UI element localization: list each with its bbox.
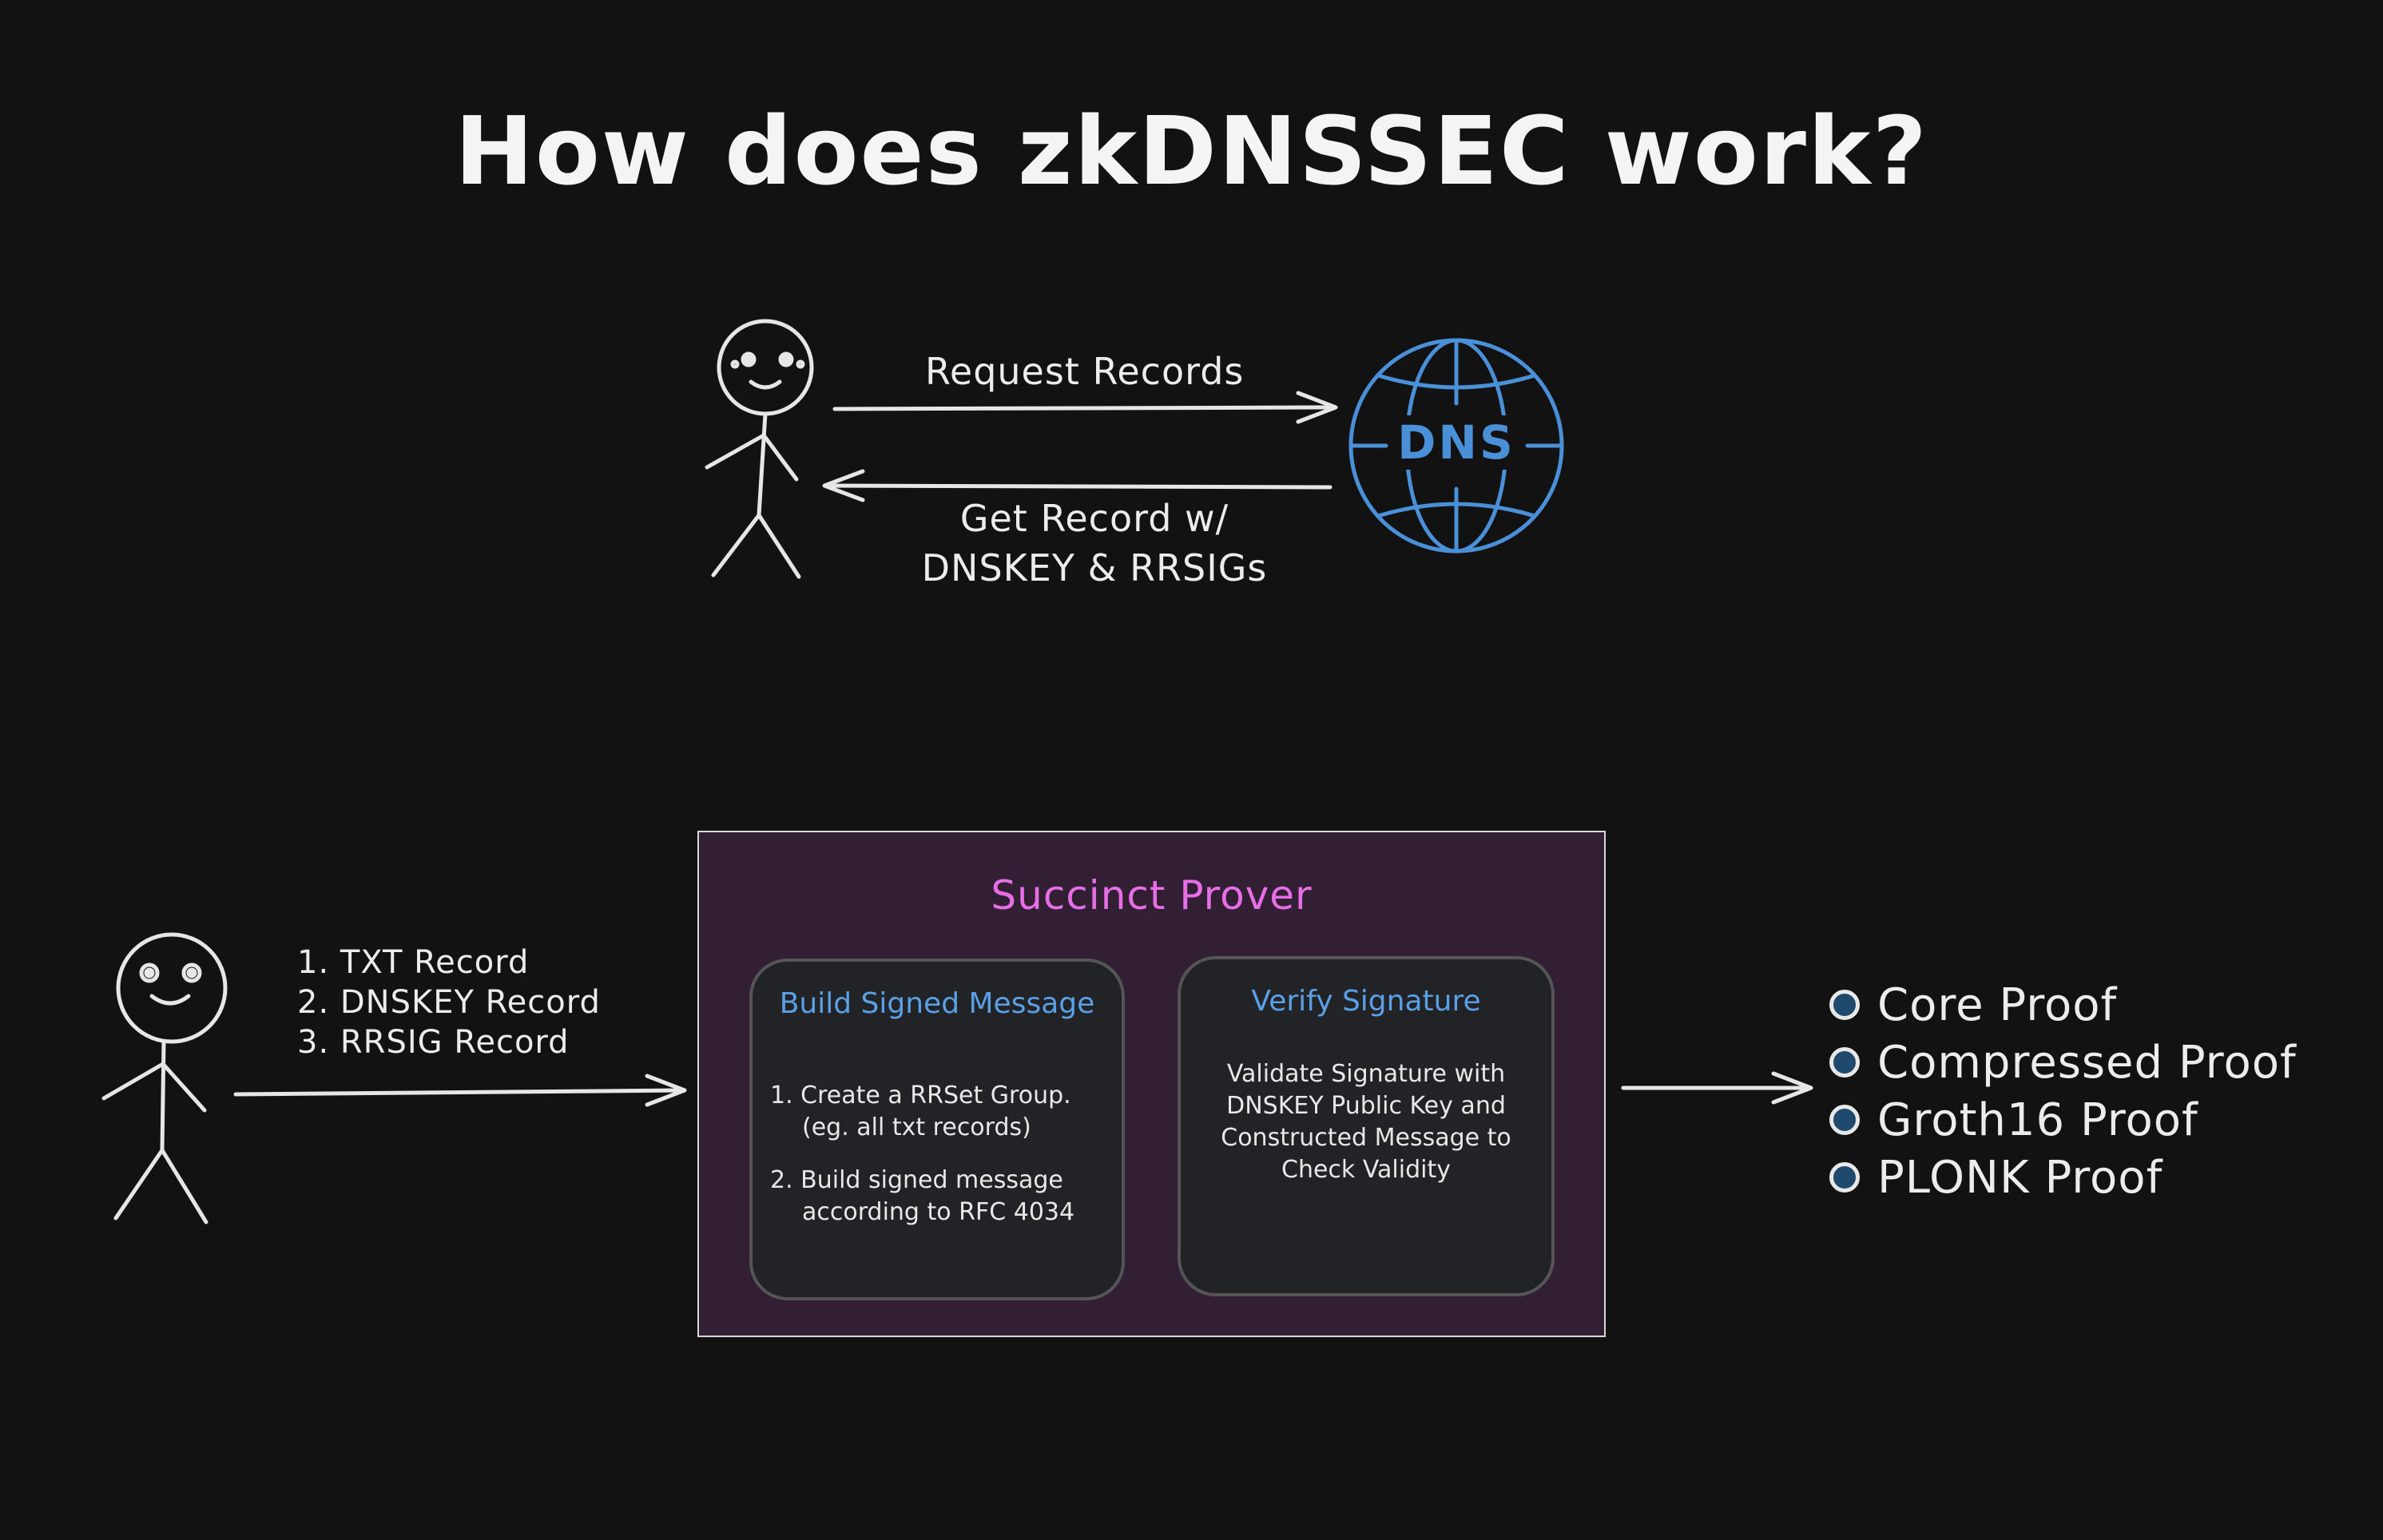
input-record-list: 1. TXT Record 2. DNSKEY Record 3. RRSIG … [297, 943, 601, 1062]
proof-label: Compressed Proof [1877, 1036, 2297, 1089]
build-card-title: Build Signed Message [779, 987, 1095, 1020]
response-arrow [822, 469, 1332, 502]
proof-label: Groth16 Proof [1877, 1093, 2198, 1146]
bottom-user-stick-figure [101, 932, 228, 1224]
proof-label: PLONK Proof [1877, 1151, 2163, 1204]
bullet-icon [1829, 1047, 1860, 1078]
verify-line3: Constructed Message to [1221, 1124, 1511, 1152]
proof-label: Core Proof [1877, 978, 2118, 1031]
response-label-line1: Get Record w/ [959, 497, 1229, 540]
input-arrow [233, 1074, 687, 1107]
verify-line2: DNSKEY Public Key and [1226, 1092, 1506, 1120]
bullet-icon [1829, 1105, 1860, 1135]
diagram-title: How does zkDNSSEC work? [455, 96, 1928, 206]
list-item: Core Proof [1829, 976, 2297, 1034]
bullet-icon [1829, 990, 1860, 1020]
build-step1-line1: 1. Create a RRSet Group. [770, 1082, 1071, 1109]
list-item: Groth16 Proof [1829, 1091, 2297, 1149]
output-arrow [1621, 1071, 1813, 1105]
verify-line1: Validate Signature with [1226, 1060, 1506, 1088]
build-signed-message-card: Build Signed Message 1. Create a RRSet G… [749, 959, 1125, 1300]
list-item: 1. TXT Record [297, 944, 530, 981]
succinct-prover-title: Succinct Prover [991, 872, 1313, 919]
request-records-label: Request Records [925, 350, 1245, 393]
response-label-line2: DNSKEY & RRSIGs [921, 546, 1268, 589]
request-arrow [832, 391, 1338, 424]
build-step1-line2: (eg. all txt records) [802, 1113, 1031, 1141]
verify-card-title: Verify Signature [1251, 985, 1481, 1018]
list-item: 3. RRSIG Record [297, 1024, 570, 1061]
dns-label: DNS [1395, 415, 1518, 470]
bullet-icon [1829, 1162, 1860, 1193]
build-step2-line1: 2. Build signed message [770, 1166, 1063, 1194]
build-step2-line2: according to RFC 4034 [802, 1198, 1075, 1226]
list-item: 2. DNSKEY Record [297, 984, 601, 1021]
verify-signature-card: Verify Signature Validate Signature with… [1178, 956, 1555, 1296]
output-proof-list: Core Proof Compressed Proof Groth16 Proo… [1829, 976, 2297, 1206]
verify-line4: Check Validity [1281, 1156, 1451, 1184]
list-item: Compressed Proof [1829, 1034, 2297, 1091]
top-user-stick-figure [705, 319, 814, 579]
list-item: PLONK Proof [1829, 1149, 2297, 1206]
